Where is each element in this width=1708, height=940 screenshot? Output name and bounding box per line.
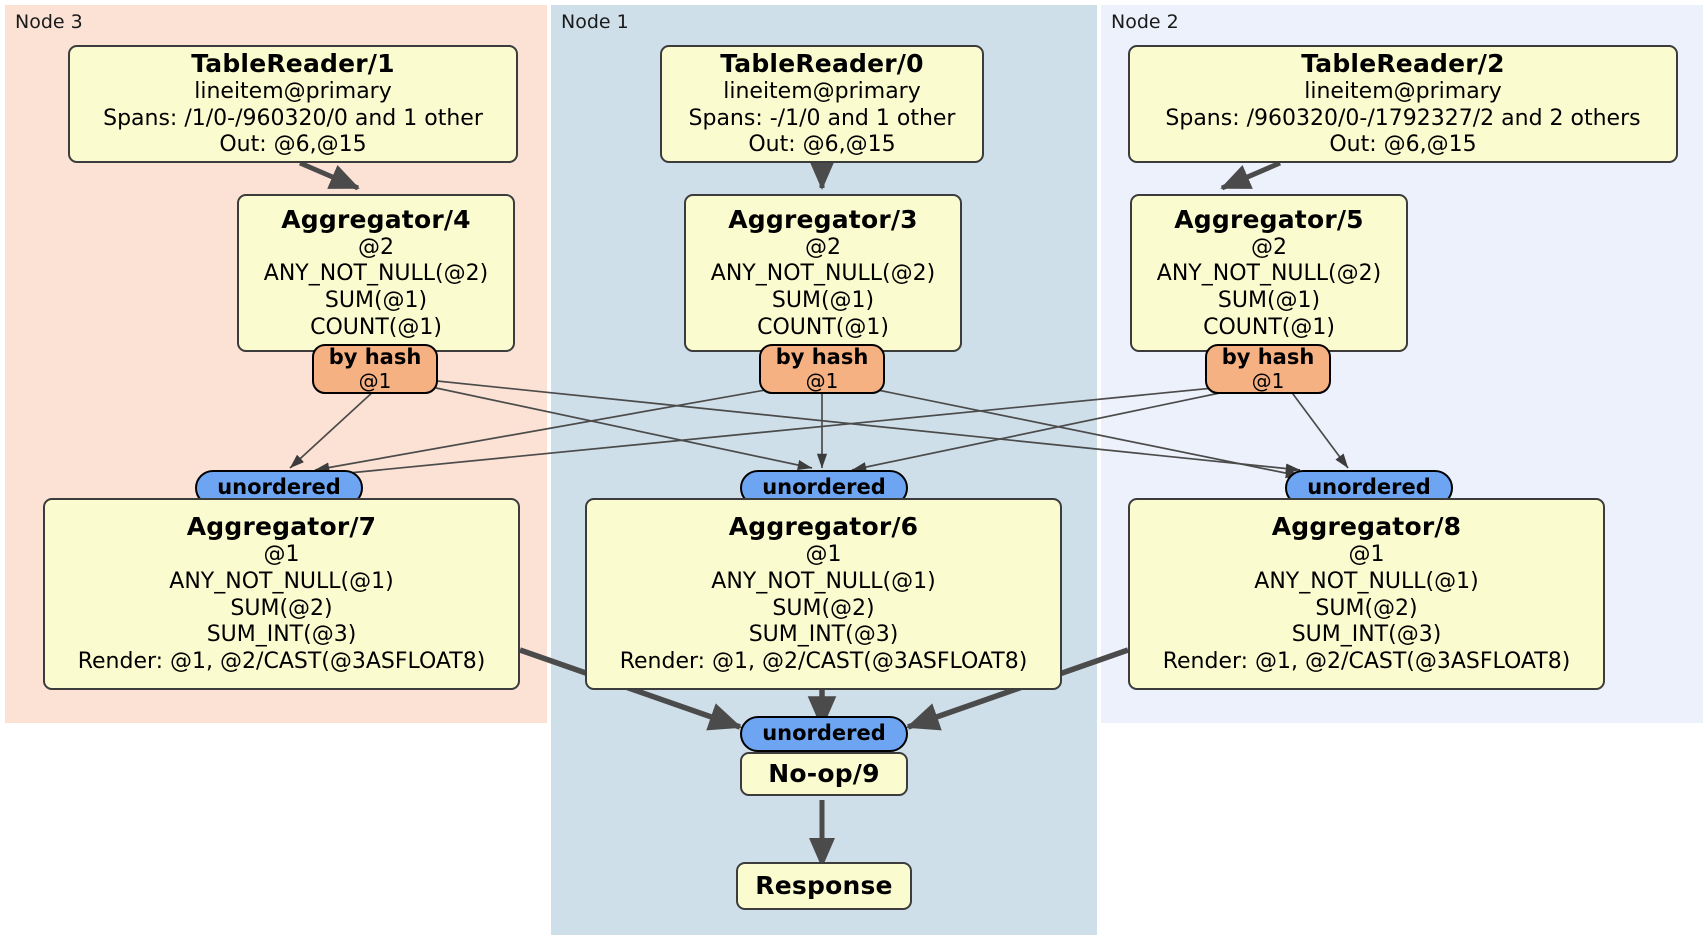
processor-response[interactable]: Response: [736, 862, 912, 910]
processor-line: ANY_NOT_NULL(@2): [263, 261, 489, 287]
badge-label: unordered: [762, 721, 886, 746]
processor-line: Out: @6,@15: [748, 132, 896, 158]
processor-aggregator-3[interactable]: Aggregator/3 @2 ANY_NOT_NULL(@2) SUM(@1)…: [684, 194, 962, 352]
badge-sublabel: @1: [358, 368, 392, 393]
processor-line: COUNT(@1): [757, 314, 889, 340]
processor-line: SUM(@1): [324, 288, 428, 313]
processor-line: Spans: /1/0-/960320/0 and 1 other: [103, 105, 483, 131]
badge-label: unordered: [1307, 475, 1431, 500]
processor-line: @2: [805, 234, 841, 260]
processor-line: @2: [1251, 234, 1287, 260]
processor-title: Aggregator/4: [281, 204, 471, 234]
processor-line: Spans: -/1/0 and 1 other: [688, 105, 956, 131]
processor-line: @1: [1348, 542, 1385, 568]
processor-line: SUM_INT(@3): [748, 622, 899, 648]
processor-line: lineitem@primary: [723, 79, 921, 105]
processor-aggregator-8[interactable]: Aggregator/8 @1 ANY_NOT_NULL(@1) SUM(@2)…: [1128, 498, 1605, 690]
badge-label: by hash: [1221, 345, 1315, 370]
processor-line: ANY_NOT_NULL(@1): [169, 569, 394, 595]
badge-sublabel: @1: [1251, 368, 1285, 393]
processor-line: SUM(@1): [771, 288, 875, 313]
processor-title: Aggregator/3: [728, 204, 918, 234]
processor-line: Out: @6,@15: [219, 132, 367, 158]
badge-label: by hash: [775, 345, 869, 370]
processor-line: Out: @6,@15: [1329, 132, 1477, 158]
processor-title: TableReader/2: [1301, 49, 1505, 79]
badge-label: by hash: [328, 345, 422, 370]
badge-by-hash-center[interactable]: by hash @1: [759, 344, 885, 394]
processor-line: SUM(@2): [1315, 595, 1418, 621]
node-label-node2: Node 2: [1111, 11, 1179, 33]
processor-line: SUM(@1): [1217, 288, 1321, 313]
processor-aggregator-5[interactable]: Aggregator/5 @2 ANY_NOT_NULL(@2) SUM(@1)…: [1130, 194, 1408, 352]
badge-by-hash-right[interactable]: by hash @1: [1205, 344, 1331, 394]
processor-title: Response: [755, 871, 893, 900]
processor-line: SUM_INT(@3): [206, 622, 357, 648]
processor-line: lineitem@primary: [1304, 79, 1502, 105]
processor-aggregator-7[interactable]: Aggregator/7 @1 ANY_NOT_NULL(@1) SUM(@2)…: [43, 498, 520, 690]
node-label-node1: Node 1: [561, 11, 629, 33]
processor-aggregator-6[interactable]: Aggregator/6 @1 ANY_NOT_NULL(@1) SUM(@2)…: [585, 498, 1062, 690]
badge-by-hash-left[interactable]: by hash @1: [312, 344, 438, 394]
processor-line: lineitem@primary: [194, 79, 392, 105]
processor-title: Aggregator/8: [1271, 512, 1462, 542]
processor-line: ANY_NOT_NULL(@2): [1156, 261, 1382, 287]
processor-line: Render: @1, @2/CAST(@3ASFLOAT8): [77, 648, 486, 674]
processor-line: Spans: /960320/0-/1792327/2 and 2 others: [1165, 105, 1641, 131]
processor-title: TableReader/1: [191, 49, 395, 79]
processor-line: Render: @1, @2/CAST(@3ASFLOAT8): [1162, 648, 1571, 674]
processor-line: @1: [805, 542, 842, 568]
processor-tablereader-0[interactable]: TableReader/0 lineitem@primary Spans: -/…: [660, 45, 984, 163]
processor-line: SUM(@2): [772, 595, 875, 621]
processor-line: COUNT(@1): [1203, 314, 1335, 340]
processor-line: SUM(@2): [230, 595, 333, 621]
processor-line: ANY_NOT_NULL(@2): [710, 261, 936, 287]
processor-line: COUNT(@1): [310, 314, 442, 340]
processor-aggregator-4[interactable]: Aggregator/4 @2 ANY_NOT_NULL(@2) SUM(@1)…: [237, 194, 515, 352]
badge-label: unordered: [217, 475, 341, 500]
processor-line: @1: [263, 542, 300, 568]
node-label-node3: Node 3: [15, 11, 83, 33]
processor-title: No-op/9: [768, 759, 880, 788]
badge-label: unordered: [762, 475, 886, 500]
badge-unordered-final[interactable]: unordered: [740, 716, 908, 752]
processor-title: Aggregator/6: [728, 512, 919, 542]
badge-sublabel: @1: [805, 368, 839, 393]
processor-title: Aggregator/7: [186, 512, 377, 542]
processor-tablereader-1[interactable]: TableReader/1 lineitem@primary Spans: /1…: [68, 45, 518, 163]
processor-line: SUM_INT(@3): [1291, 622, 1442, 648]
processor-line: Render: @1, @2/CAST(@3ASFLOAT8): [619, 648, 1028, 674]
processor-no-op-9[interactable]: No-op/9: [740, 752, 908, 796]
processor-tablereader-2[interactable]: TableReader/2 lineitem@primary Spans: /9…: [1128, 45, 1678, 163]
processor-title: TableReader/0: [720, 49, 924, 79]
processor-line: ANY_NOT_NULL(@1): [1254, 569, 1479, 595]
processor-line: @2: [358, 234, 394, 260]
processor-title: Aggregator/5: [1174, 204, 1364, 234]
processor-line: ANY_NOT_NULL(@1): [711, 569, 936, 595]
